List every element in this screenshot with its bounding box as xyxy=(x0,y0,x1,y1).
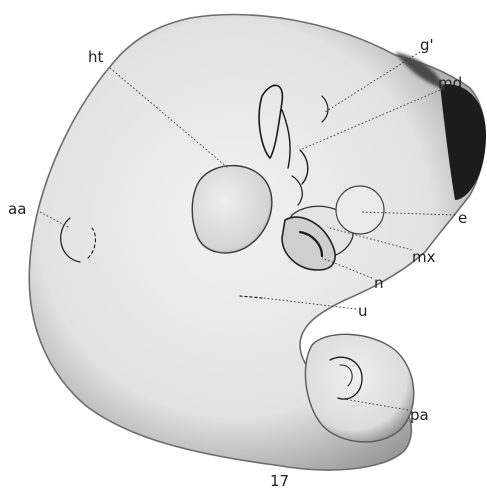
label-u: u xyxy=(358,302,368,320)
figure-number: 17 xyxy=(270,472,289,490)
label-mx: mx xyxy=(412,248,436,266)
label-ht: ht xyxy=(88,48,104,66)
label-aa: aa xyxy=(8,200,26,218)
label-md: md xyxy=(438,74,462,92)
label-n: n xyxy=(374,274,384,292)
label-e: e xyxy=(458,209,467,227)
embryo-body xyxy=(29,15,485,470)
eye xyxy=(336,186,384,234)
label-pa: pa xyxy=(410,406,429,424)
label-g1: g' xyxy=(420,36,434,54)
